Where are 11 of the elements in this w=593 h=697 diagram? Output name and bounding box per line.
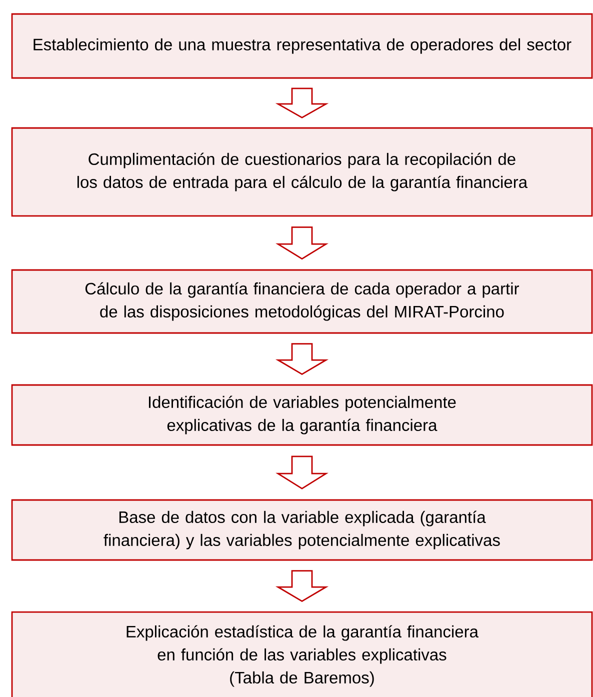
process-box: Identificación de variables potencialmente explicativas de la garantía financiera	[11, 384, 593, 446]
process-box: Base de datos con la variable explicada (garantía financiera) y las variables potencialmente explicativas	[11, 499, 593, 561]
process-box: Cálculo de la garantía financiera de cada operador a partir de las disposiciones metodológicas del MIRAT-Porcino	[11, 269, 593, 334]
block-arrow	[276, 226, 328, 260]
block-arrow	[275, 570, 329, 602]
block-arrow	[275, 343, 329, 375]
block-arrow	[275, 88, 329, 118]
process-box: Explicación estadística de la garantía financiera en función de las variables explicativas (Tabla de Baremos)	[11, 611, 593, 697]
process-box: Establecimiento de una muestra representativa de operadores del sector	[11, 13, 593, 79]
block-arrow	[276, 456, 328, 490]
process-box: Cumplimentación de cuestionarios para la recopilación de los datos de entrada para el cálculo de la garantía financiera	[11, 127, 593, 217]
